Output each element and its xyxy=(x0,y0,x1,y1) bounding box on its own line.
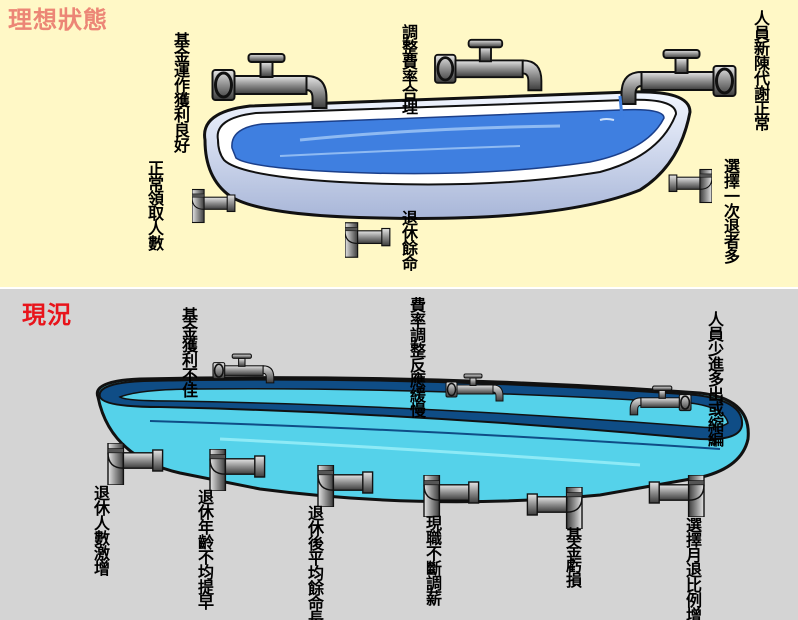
bathtub-icon xyxy=(95,376,750,504)
label-age-earlier: 退休年齡不均提早 xyxy=(195,489,214,609)
label-retirement-remaining: 退休餘命 xyxy=(399,210,418,270)
label-staff-few: 人員少進多出或縮編 xyxy=(705,311,724,446)
label-contribution-rate: 調整費率合理 xyxy=(399,24,418,114)
label-normal-receipt: 正常領取人數 xyxy=(145,160,164,250)
current-bathtub-illustration xyxy=(95,353,750,529)
ideal-state-title: 理想狀態 xyxy=(8,5,108,34)
label-rate-slow: 費率調整反應緩慢 xyxy=(407,297,426,417)
drain-pipe-icon xyxy=(345,222,391,258)
label-fund-return: 基金運作獲利良好 xyxy=(171,32,190,152)
faucet-icon xyxy=(210,52,329,110)
bathtub-icon xyxy=(203,90,692,220)
label-fund-poor: 基金獲利不佳 xyxy=(179,307,198,397)
label-life-longer: 退休後平均餘命長 xyxy=(305,505,324,620)
label-retiree-increase: 退休人數激增 xyxy=(91,485,110,575)
faucet-icon xyxy=(433,38,543,92)
label-fund-loss: 基金虧損 xyxy=(563,527,582,587)
drain-pipe-icon xyxy=(668,168,712,204)
current-state-panel: 現況 基金獲利不佳 費率調整反應緩慢 人員少進多出或縮編 xyxy=(0,289,798,620)
label-staff-renewal: 人員新陳代謝正常 xyxy=(751,10,770,130)
current-state-title: 現況 xyxy=(22,300,72,329)
ideal-state-panel: 理想狀態 基金運作獲利良好 調整費率合理 人員新陳代謝正常 正常領取人數 退休餘… xyxy=(0,0,798,287)
ideal-bathtub-illustration xyxy=(192,38,738,258)
label-monthly-increase: 選擇月退比例增加 xyxy=(683,517,702,620)
label-lump-sum: 選擇一次退者多 xyxy=(721,158,740,263)
label-job-changes: 現職不斷調薪 xyxy=(423,515,442,605)
